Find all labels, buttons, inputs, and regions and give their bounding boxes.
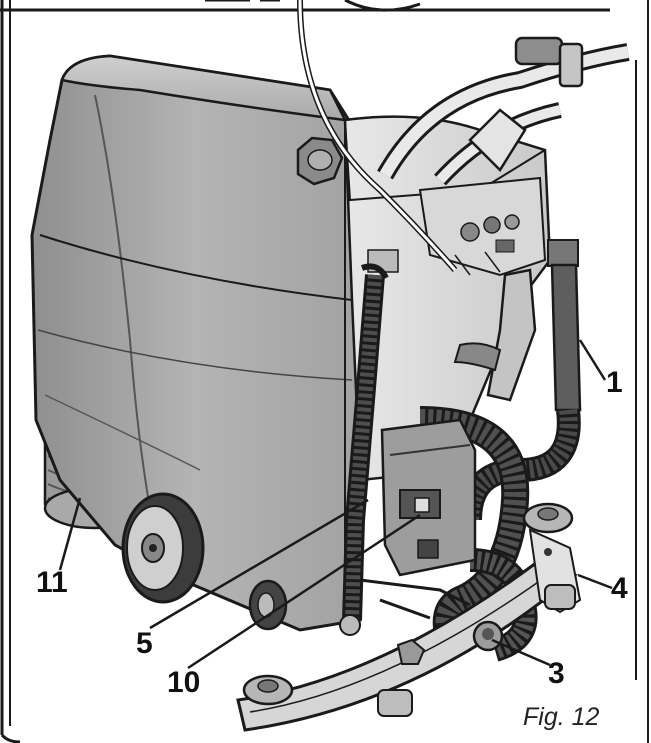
leader-lines [58, 497, 613, 670]
cable-arc [297, 0, 458, 272]
callout-label-5: 5 [136, 627, 153, 660]
callout-label-1: 1 [606, 366, 623, 399]
top-fragments [205, 0, 421, 12]
solution-tank [30, 54, 362, 632]
figure-caption: Fig. 12 [523, 703, 600, 731]
rear-wheel [121, 492, 205, 604]
callout-label-11: 11 [36, 566, 68, 599]
callout-label-10: 10 [167, 666, 201, 699]
filter-box [380, 418, 477, 577]
callout-label-3: 3 [548, 657, 565, 690]
handlebar [377, 36, 630, 186]
squeegee [236, 502, 582, 732]
drain-hose [342, 263, 389, 621]
callout-label-4: 4 [611, 572, 628, 605]
front-caster [248, 579, 288, 631]
spray-gun [453, 268, 537, 402]
